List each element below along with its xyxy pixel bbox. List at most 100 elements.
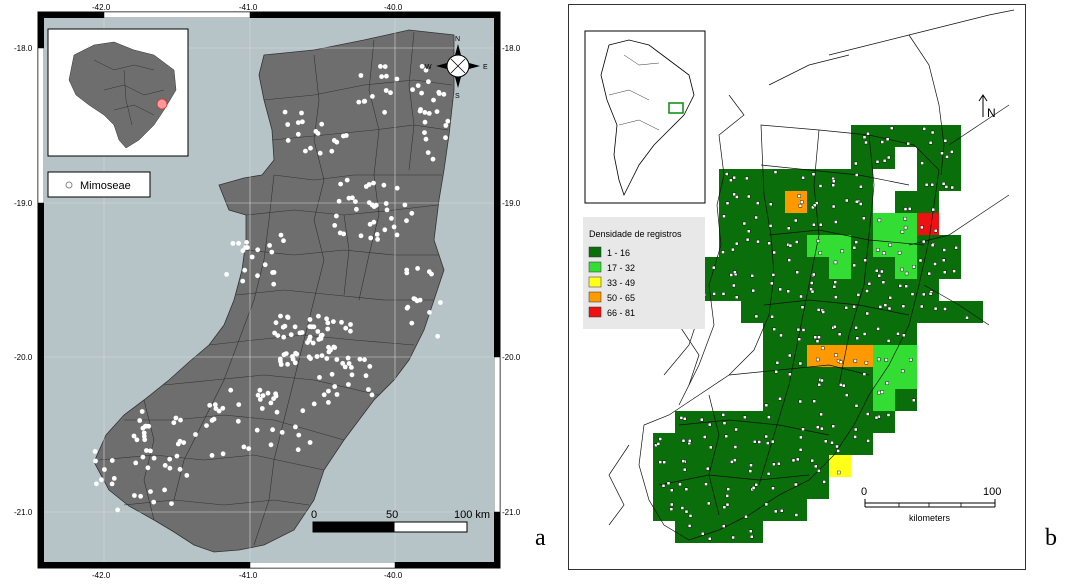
density-cell — [741, 169, 763, 191]
occurrence-point — [788, 372, 792, 376]
legend-swatch — [588, 291, 602, 303]
occurrence-point — [814, 201, 819, 205]
occurrence-point — [409, 210, 415, 216]
occurrence-point — [346, 195, 352, 201]
municipal-outline-b — [608, 9, 1015, 541]
density-cell — [939, 147, 961, 169]
occurrence-point — [833, 280, 837, 284]
occurrence-point — [425, 150, 431, 156]
occurrence-point — [862, 332, 867, 336]
compass-e: E — [483, 64, 488, 71]
density-cell — [807, 257, 829, 279]
density-cell — [895, 345, 917, 367]
occurrence-point — [319, 353, 325, 358]
occurrence-point — [864, 361, 869, 365]
occurrence-point — [701, 532, 705, 536]
lon-top-3: -40.0 — [384, 3, 403, 12]
density-cell — [719, 213, 741, 235]
scale-b-unit: kilometers — [909, 513, 951, 523]
occurrence-point — [853, 359, 857, 363]
occurrence-point — [438, 300, 443, 305]
occurrence-point — [282, 323, 288, 329]
occurrence-point — [311, 401, 317, 407]
density-cell — [873, 323, 895, 345]
occurrence-point — [394, 185, 400, 191]
occurrence-point — [249, 254, 255, 260]
occurrence-point — [743, 415, 747, 419]
occurrence-point — [410, 87, 415, 92]
density-cell — [939, 125, 961, 147]
density-cell — [719, 191, 741, 213]
occurrence-point — [242, 267, 248, 273]
occurrence-point — [866, 412, 870, 416]
density-cell — [675, 521, 697, 543]
occurrence-point — [348, 322, 353, 327]
occurrence-point — [732, 192, 736, 197]
occurrence-point — [328, 347, 333, 353]
lon-bottom-2: -41.0 — [239, 571, 258, 580]
occurrence-point — [288, 332, 294, 338]
occurrence-point — [845, 198, 849, 203]
density-cell — [895, 323, 917, 345]
occurrence-point — [809, 281, 814, 285]
legend-swatch — [588, 246, 602, 258]
occurrence-point — [884, 358, 888, 362]
occurrence-point — [712, 292, 716, 296]
occurrence-point — [799, 200, 804, 204]
occurrence-point — [799, 294, 803, 299]
occurrence-point — [840, 249, 844, 254]
occurrence-point — [775, 361, 780, 365]
occurrence-point — [885, 137, 890, 142]
occurrence-point — [285, 138, 291, 143]
density-cell — [807, 411, 829, 433]
occurrence-point — [426, 111, 432, 116]
lon-top-2: -41.0 — [239, 3, 258, 12]
occurrence-point — [852, 305, 856, 309]
occurrence-point — [854, 427, 858, 432]
legend-swatch — [588, 261, 602, 273]
occurrence-point — [830, 441, 834, 445]
density-cell — [829, 235, 851, 257]
occurrence-point — [230, 241, 236, 246]
lon-bottom-1: -42.0 — [92, 571, 111, 580]
occurrence-point — [281, 334, 287, 340]
occurrence-point — [786, 226, 791, 231]
occurrence-point — [832, 179, 836, 184]
occurrence-point — [817, 469, 821, 473]
occurrence-point — [94, 481, 99, 487]
occurrence-point — [324, 356, 330, 361]
occurrence-point — [658, 437, 663, 441]
occurrence-point — [748, 469, 753, 473]
occurrence-point — [240, 278, 246, 284]
occurrence-point — [384, 207, 390, 213]
occurrence-point — [275, 333, 281, 338]
occurrence-point — [797, 337, 802, 341]
occurrence-point — [764, 403, 769, 407]
density-cell — [807, 345, 829, 367]
occurrence-point — [772, 462, 776, 466]
occurrence-point — [362, 98, 368, 104]
occurrence-point — [854, 404, 859, 408]
occurrence-point — [243, 245, 249, 250]
density-cell — [675, 455, 697, 477]
occurrence-point — [944, 185, 949, 189]
occurrence-point — [794, 218, 798, 223]
density-cell — [763, 257, 785, 279]
density-cell — [763, 235, 785, 257]
occurrence-point — [729, 273, 733, 277]
occurrence-point — [772, 327, 776, 331]
inset-map-brazil — [47, 28, 189, 157]
occurrence-point — [749, 463, 753, 467]
density-cell — [697, 521, 719, 543]
legend-item-label: 17 - 32 — [607, 263, 635, 273]
occurrence-point — [818, 184, 823, 188]
occurrence-point — [334, 392, 340, 397]
density-cell — [829, 213, 851, 235]
density-cell — [917, 279, 939, 301]
density-cell — [785, 433, 807, 455]
occurrence-point — [839, 383, 843, 387]
density-cell — [763, 345, 785, 367]
occurrence-point — [255, 392, 261, 398]
occurrence-point — [856, 293, 861, 297]
occurrence-point — [920, 304, 924, 309]
